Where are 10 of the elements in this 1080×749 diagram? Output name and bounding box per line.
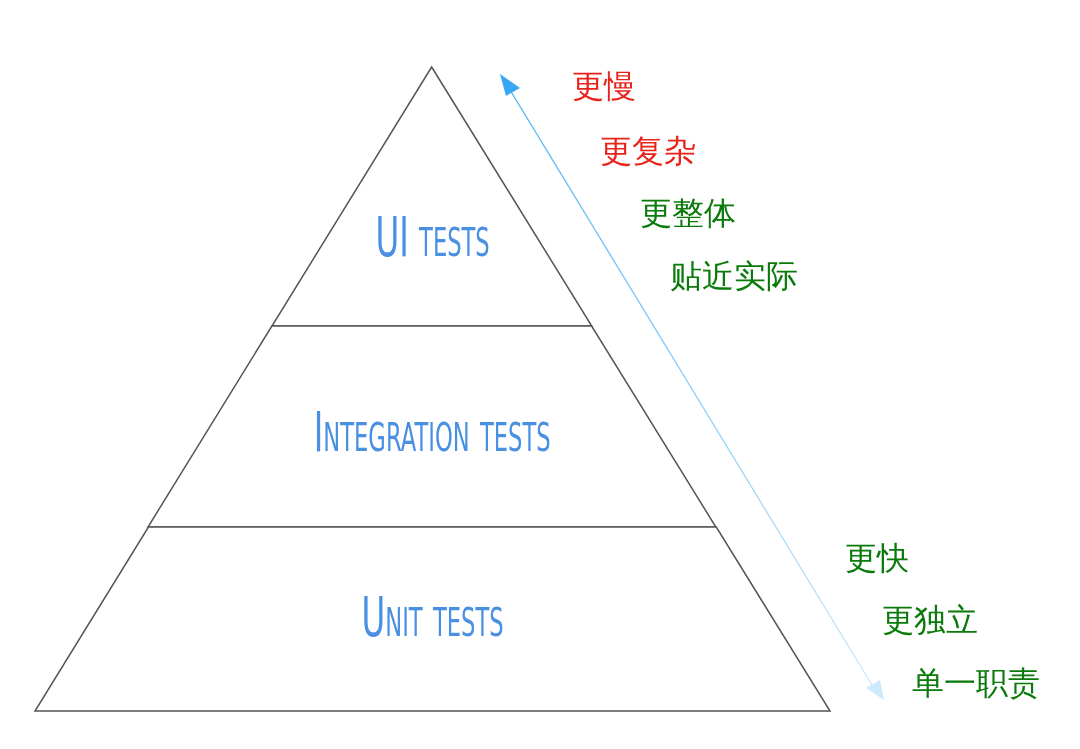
pyramid-layer	[148, 326, 717, 527]
note-text: 更慢	[572, 70, 636, 102]
note-text: 更整体	[640, 197, 736, 229]
pyramid-layer	[35, 527, 830, 711]
note-text: 更独立	[882, 604, 978, 636]
layer-label: UI tests	[375, 204, 490, 269]
layer-label: Integration tests	[313, 399, 551, 464]
note-text: 贴近实际	[670, 260, 798, 292]
layer-label: Unit tests	[361, 584, 504, 649]
note-text: 单一职责	[912, 667, 1040, 699]
